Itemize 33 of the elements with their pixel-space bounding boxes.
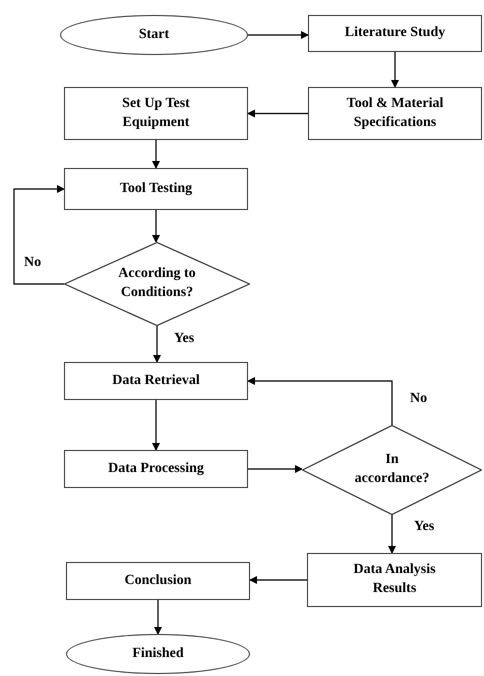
arrow [152, 400, 160, 451]
arrow [388, 515, 396, 554]
process-box [64, 168, 248, 210]
arrow [152, 210, 160, 243]
node-label: Tool Testing [118, 180, 194, 198]
node-label: Tool & Material Specifications [346, 94, 444, 132]
arrow [154, 600, 162, 635]
process-box [308, 87, 482, 140]
arrow [248, 465, 303, 473]
process-box [64, 87, 248, 140]
arrow [13, 185, 65, 285]
node-label: Finished [131, 644, 185, 663]
node-label: Literature Study [344, 24, 446, 42]
arrow [152, 140, 160, 169]
arrow [247, 377, 393, 425]
node-label: In accordance? [354, 451, 430, 488]
node-label: Data Processing [107, 460, 205, 478]
process-box [308, 15, 482, 52]
node-label: Conclusion [124, 572, 192, 590]
arrow [247, 110, 308, 118]
node-label: According to Conditions? [117, 265, 197, 302]
node-label: Data Analysis Results [352, 561, 437, 598]
arrow [153, 326, 161, 363]
process-box [64, 450, 248, 488]
arrow [391, 52, 399, 88]
node-label: Start [138, 26, 170, 44]
node-label: Set Up Test Equipment [121, 94, 191, 132]
process-box [64, 362, 248, 400]
process-box [66, 562, 250, 600]
arrow [249, 576, 307, 584]
node-label: Data Retrieval [111, 372, 201, 390]
process-box [307, 553, 482, 607]
arrow [248, 31, 309, 39]
